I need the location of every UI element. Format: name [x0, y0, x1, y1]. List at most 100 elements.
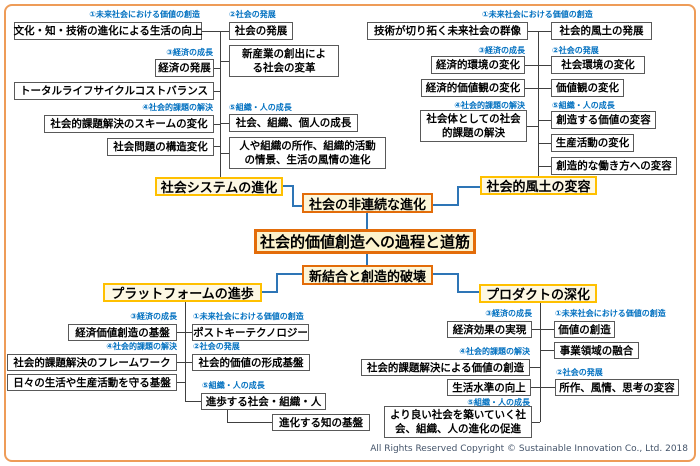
node-br-7: より良い社会を築いていく社 会、組織、人の進化の促進: [384, 406, 532, 438]
category-label-c2: ②社会の発展: [552, 46, 599, 55]
category-label-c2: ②社会の発展: [556, 368, 603, 377]
hub-social-climate: 社会的風土の変容: [480, 176, 597, 195]
node-tl-9: 人や組織の所作、組織的活動 の情景、生活の風情の進化: [229, 137, 386, 169]
branch-line: [220, 61, 229, 62]
branch-line: [220, 31, 221, 177]
node-tr-10: 創造的な働き方への変容: [551, 157, 677, 175]
node-tr-2: 社会的風土の発展: [551, 22, 652, 40]
category-label-c1: ①未来社会における価値の創造: [555, 309, 666, 318]
category-label-c3: ③経済の成長: [478, 46, 525, 55]
node-tl-1: 文化・知・技術の進化による生活の向上: [14, 22, 202, 40]
branch-line: [527, 126, 538, 127]
connector-line: [366, 254, 368, 265]
branch-line: [538, 166, 551, 167]
branch-line: [538, 143, 551, 144]
node-tr-8: 創造する価値の変容: [551, 111, 656, 129]
category-label-c3: ③経済の成長: [166, 48, 213, 57]
category-label-c4: ④社会的課題の解決: [142, 103, 213, 112]
node-tl-6: 社会的課題解決のスキームの変化: [44, 115, 214, 133]
node-tl-2: 社会の発展: [229, 22, 293, 40]
branch-line: [538, 31, 539, 176]
node-tr-9: 生産活動の変化: [551, 134, 634, 152]
category-label-c4: ④社会的課題の解決: [459, 347, 530, 356]
node-br-4: 社会的課題解決による価値の創造: [361, 359, 530, 376]
branch-line: [532, 329, 554, 330]
connector-line: [457, 291, 480, 293]
hub-social-system: 社会システムの進化: [155, 177, 283, 196]
node-tr-4: 社会環境の変化: [551, 56, 645, 74]
copyright-text: All Rights Reserved Copyright © Sustaina…: [370, 444, 688, 454]
branch-line: [530, 422, 540, 423]
connector-line: [457, 273, 459, 293]
category-label-c3: ③経済の成長: [130, 312, 177, 321]
branch-line: [185, 401, 201, 402]
branch-line: [227, 422, 272, 423]
node-bl-2: ポストキーテクノロジー: [192, 324, 309, 341]
node-tl-3: 新産業の創出によ る社会の変革: [229, 45, 339, 77]
branch-line: [540, 303, 541, 422]
outer-frame: [4, 4, 696, 462]
branch-line: [531, 387, 555, 388]
connector-line: [457, 186, 459, 206]
node-bl-3: 社会的課題解決のフレームワーク: [7, 354, 177, 371]
category-label-c1: ①未来社会における価値の創造: [482, 10, 593, 19]
node-bl-1: 経済価値創造の基盤: [68, 324, 177, 341]
connector-line: [292, 205, 302, 207]
connector-line: [262, 291, 278, 293]
category-label-c1: ①未来社会における価値の創造: [89, 10, 200, 19]
node-tr-1: 技術が切り拓く未来社会の群像: [367, 22, 528, 40]
branch-line: [530, 367, 540, 368]
node-tr-5: 経済的価値観の変化: [421, 79, 525, 97]
branch-line: [525, 65, 551, 66]
hub-platform: プラットフォームの進歩: [103, 283, 262, 302]
node-br-1: 経済効果の実現: [447, 321, 532, 338]
node-tl-5: トータルライフサイクルコストバランス: [14, 82, 214, 100]
branch-line: [214, 124, 221, 125]
node-br-5: 生活水準の向上: [447, 379, 531, 396]
category-label-c3: ③経済の成長: [485, 309, 532, 318]
branch-line: [214, 146, 221, 147]
node-bl-5: 日々の生活や生産活動を守る基盤: [7, 374, 177, 391]
node-tr-6: 価値観の変化: [551, 79, 624, 97]
category-label-c4: ④社会的課題の解決: [106, 342, 177, 351]
node-tr-7: 社会体としての社会 的課題の解決: [420, 110, 527, 142]
node-bl-7: 進化する知の基盤: [272, 414, 370, 431]
node-br-2: 価値の創造: [554, 321, 615, 338]
node-tr-3: 経済的環境の変化: [431, 56, 525, 74]
category-label-c5: ⑤組織・人の成長: [229, 103, 292, 112]
node-bl-4: 社会的価値の形成基盤: [192, 354, 310, 371]
branch-line: [525, 88, 551, 89]
branch-line: [227, 410, 228, 423]
category-label-c5: ⑤組織・人の成長: [552, 101, 615, 110]
category-label-c4: ④社会的課題の解決: [454, 101, 525, 110]
connector-line: [366, 213, 368, 229]
connector-line: [433, 204, 459, 206]
branch-line: [202, 31, 229, 32]
hub-product: プロダクトの深化: [479, 284, 597, 303]
category-label-c2: ②社会の発展: [193, 342, 240, 351]
node-br-3: 事業領域の融合: [554, 342, 639, 359]
connector-line: [276, 273, 278, 293]
node-tl-7: 社会問題の構造変化: [107, 138, 214, 156]
connector-line: [457, 186, 480, 188]
category-label-c1: ①未来社会における価値の創造: [193, 312, 304, 321]
branch-line: [177, 382, 185, 383]
category-label-c2: ②社会の発展: [229, 10, 276, 19]
center-title-node: 社会的価値創造への過程と道筋: [254, 229, 476, 254]
node-br-6: 所作、風情、思考の変容: [555, 379, 679, 396]
branch-line: [528, 31, 551, 32]
center-node-top: 社会の非連続な進化: [302, 193, 433, 213]
branch-line: [220, 123, 229, 124]
connector-line: [433, 273, 459, 275]
branch-line: [540, 350, 554, 351]
center-node-bottom: 新結合と創造的破壊: [302, 265, 433, 285]
branch-line: [220, 153, 229, 154]
branch-line: [177, 332, 192, 333]
category-label-c5: ⑤組織・人の成長: [467, 398, 530, 407]
branch-line: [538, 120, 551, 121]
branch-line: [185, 302, 186, 401]
branch-line: [214, 91, 221, 92]
node-tl-4: 経済の発展: [155, 59, 214, 77]
category-label-c5: ⑤組織・人の成長: [202, 381, 265, 390]
